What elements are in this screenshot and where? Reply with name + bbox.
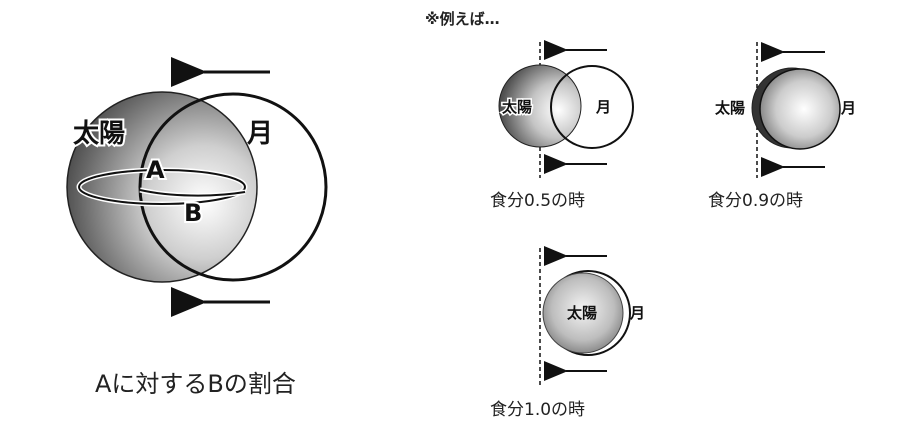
example-caption-0-5: 食分0.5の時 (490, 191, 586, 211)
examples-heading: ※例えば… (425, 10, 500, 28)
example-magnitude-0-9: 太陽 月 (714, 42, 856, 178)
label-a: A (146, 156, 165, 184)
main-moon-label: 月 (246, 119, 273, 149)
main-diagram: 太陽 月 A B (66, 57, 328, 317)
example-caption-0-9: 食分0.9の時 (708, 191, 804, 211)
main-sun-label: 太陽 (73, 119, 125, 149)
sun-disc (498, 64, 582, 148)
b-lens-arc-outline (139, 189, 246, 197)
main-caption: Aに対するBの割合 (95, 370, 296, 398)
sun-disc (66, 91, 258, 283)
example-magnitude-0-5: 太陽 月 (498, 40, 634, 178)
example-moon-label: 月 (629, 304, 645, 322)
example-magnitude-1-0: 太陽 月 (539, 246, 645, 388)
moon-outline (138, 92, 328, 282)
moon-outline (550, 65, 634, 149)
a-lens-ellipse-outline (78, 169, 246, 205)
example-sun-label: 太陽 (502, 98, 532, 116)
example-caption-1-0: 食分1.0の時 (490, 400, 586, 420)
example-moon-label: 月 (595, 98, 611, 116)
example-moon-label: 月 (840, 99, 856, 117)
sun-disc (542, 272, 624, 354)
example-sun-label: 太陽 (715, 99, 745, 117)
example-sun-label: 太陽 (567, 304, 597, 322)
moon-disc (759, 68, 841, 150)
label-b: B (184, 199, 202, 227)
